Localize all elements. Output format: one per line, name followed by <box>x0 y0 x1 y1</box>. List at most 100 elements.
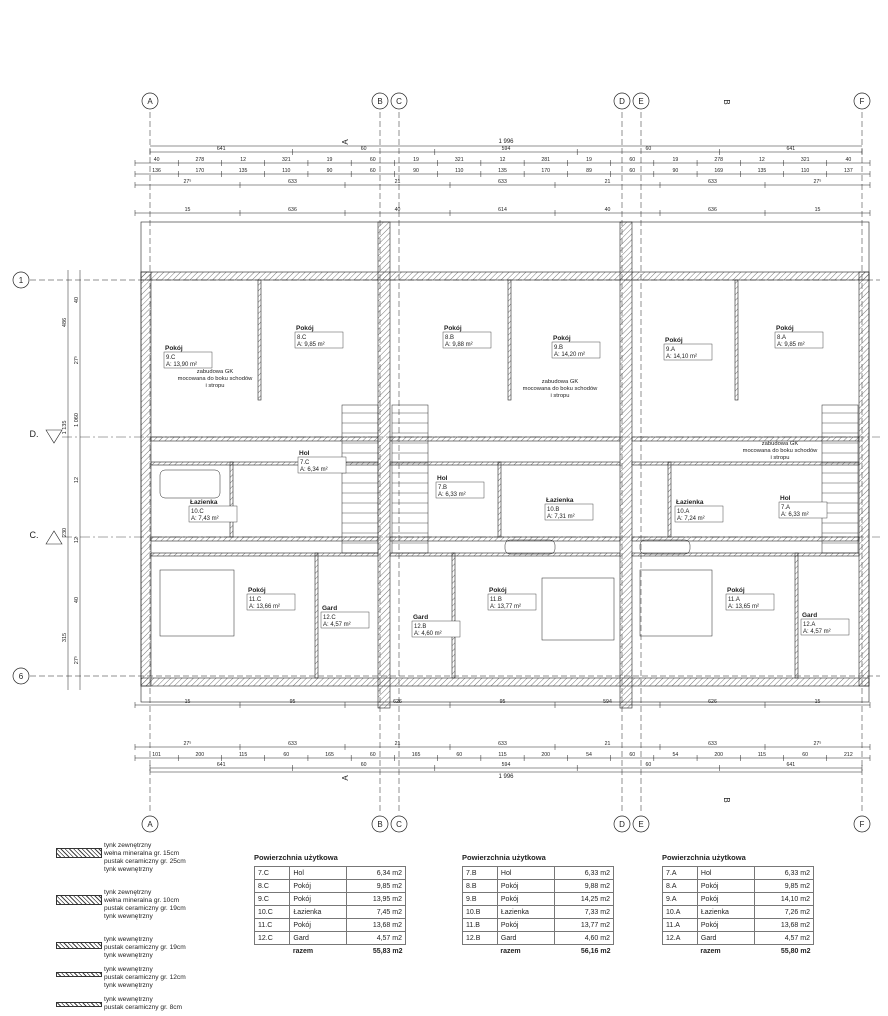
dim-row-value: 90 <box>673 168 679 174</box>
dim-row-value: 40 <box>605 207 611 213</box>
axis-bubble <box>371 815 389 833</box>
dim-row-value: 641 <box>217 146 226 152</box>
axis-bubble <box>853 815 871 833</box>
dim-row-value: 200 <box>196 752 205 758</box>
overall-dim: 1 996 <box>498 774 514 780</box>
dim-row-value: 60 <box>456 752 462 758</box>
section-marker: D. <box>30 429 39 439</box>
room-box <box>551 341 601 359</box>
partition <box>314 552 319 679</box>
outer-wall-right <box>858 271 870 687</box>
dim-row-value: 137 <box>844 168 853 174</box>
dim-row-value: 136 <box>152 168 161 174</box>
room-area: A: 13,77 m² <box>490 604 521 610</box>
dim-row-value: 95 <box>500 699 506 705</box>
axis-bubble <box>12 667 30 685</box>
dim-row-value: 212 <box>844 752 853 758</box>
dim-row-value: 40 <box>154 157 160 163</box>
hatch-swatch <box>56 1002 102 1007</box>
dim-row-value: 633 <box>288 179 297 185</box>
partition <box>389 461 621 466</box>
dim-row-value: 60 <box>629 168 635 174</box>
partition <box>631 461 860 466</box>
dim-row-value: 19 <box>673 157 679 163</box>
room-box <box>663 343 713 361</box>
room-area: A: 9,88 m² <box>445 342 473 348</box>
room-name: Pokój <box>248 587 266 594</box>
dim-row-value: 626 <box>393 699 402 705</box>
dim-row-value: 15 <box>185 207 191 213</box>
partition <box>631 436 860 442</box>
room-code: 10.A <box>677 509 689 515</box>
axis-bubble <box>613 92 631 110</box>
dim-row-value: 54 <box>673 752 679 758</box>
v-dim-value: 40 <box>74 297 80 303</box>
dim-row-value: 281 <box>541 157 550 163</box>
dim-row-value: 60 <box>370 157 376 163</box>
v-dim-value: 315 <box>62 633 68 642</box>
room-name: Gard <box>802 612 817 619</box>
dim-row-value: 27⁵ <box>184 179 192 185</box>
dim-row-value: 21 <box>395 741 401 747</box>
dim-row-value: 636 <box>288 207 297 213</box>
section-marker: B <box>722 797 731 802</box>
room-box <box>725 593 775 611</box>
table-title: Powierzchnia użytkowa <box>254 853 338 862</box>
note-text: mocowana do boku schodów <box>178 376 254 382</box>
room-name: Gard <box>322 605 337 612</box>
axis-label: D <box>619 820 625 829</box>
room-area: A: 4,57 m² <box>323 622 351 628</box>
axis-label: C <box>396 97 402 106</box>
section-marker: C. <box>30 530 39 540</box>
room-area: A: 6,33 m² <box>781 512 809 518</box>
room-code: 12.B <box>414 624 426 630</box>
axis-label: B <box>377 820 382 829</box>
room-area: A: 4,57 m² <box>803 629 831 635</box>
dim-row-value: 169 <box>714 168 723 174</box>
room-code: 10.C <box>191 509 204 515</box>
room-name: Łazienka <box>546 497 574 504</box>
note-text: i stropu <box>550 393 569 399</box>
room-code: 7.B <box>438 485 447 491</box>
room-area: A: 9,85 m² <box>297 342 325 348</box>
dim-row-value: 89 <box>586 168 592 174</box>
room-area: A: 7,43 m² <box>191 516 219 522</box>
axis-label: 1 <box>19 276 24 285</box>
room-box <box>411 620 461 638</box>
room-name: Hol <box>299 450 310 457</box>
v-dim-value: 1 060 <box>74 413 80 427</box>
party-wall <box>619 221 633 709</box>
dim-row-value: 135 <box>498 168 507 174</box>
room-code: 7.C <box>300 460 310 466</box>
dim-row-value: 641 <box>217 762 226 768</box>
dim-row-value: 54 <box>586 752 592 758</box>
dim-row-value: 110 <box>801 168 809 174</box>
axis-label: F <box>860 97 865 106</box>
dim-row-value: 633 <box>498 179 507 185</box>
overall-dim: 1 996 <box>498 139 514 145</box>
